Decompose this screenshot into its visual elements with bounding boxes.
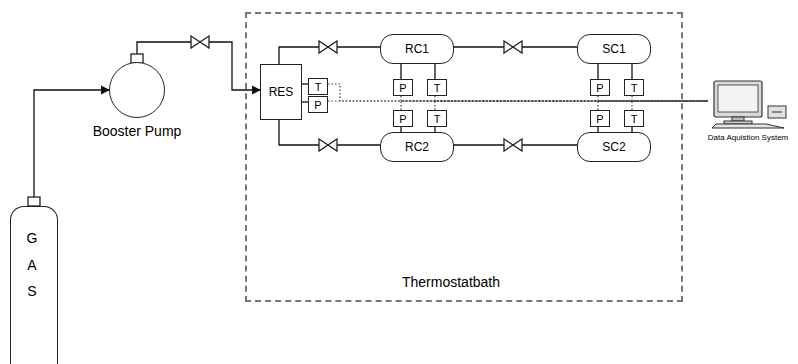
valve-symbol xyxy=(504,41,522,53)
valve-symbol xyxy=(191,36,209,48)
sensor-box: T xyxy=(427,79,447,96)
signal-line xyxy=(632,96,708,101)
signal-line xyxy=(598,101,708,110)
pipe-line xyxy=(631,64,632,79)
pipe-line xyxy=(279,47,380,64)
sensor-box: P xyxy=(590,79,610,96)
pump-label: Booster Pump xyxy=(93,123,182,139)
node-label: P xyxy=(314,99,321,111)
node-label: RC1 xyxy=(405,42,429,56)
pipe-line xyxy=(34,90,109,206)
pipe-line xyxy=(434,64,435,79)
valve-symbol xyxy=(319,139,337,151)
node-label: T xyxy=(315,81,322,93)
sensor-box: P xyxy=(590,110,610,127)
computer-icon xyxy=(708,80,788,130)
signal-line xyxy=(401,101,708,110)
signal-line xyxy=(435,96,708,101)
pipe-line xyxy=(400,64,401,79)
gas-cylinder: G A S xyxy=(10,206,58,364)
node-label: P xyxy=(399,113,406,125)
node-label: SC1 xyxy=(602,42,625,56)
signal-line xyxy=(598,96,708,101)
computer-label: Data Aquistion System xyxy=(708,133,788,142)
sensor-box: P xyxy=(393,79,413,96)
cell-vessel: RC1 xyxy=(380,34,454,64)
node-label: P xyxy=(399,82,406,94)
cell-vessel: RC2 xyxy=(380,132,454,162)
cell-vessel: SC1 xyxy=(577,34,651,64)
signal-line xyxy=(401,96,708,101)
valve-symbols xyxy=(191,36,522,151)
sensor-box: T xyxy=(624,79,644,96)
sensor-box: P xyxy=(308,96,328,113)
valve-symbol xyxy=(504,139,522,151)
signal-line xyxy=(435,101,708,110)
bath-label: Thermostatbath xyxy=(402,274,500,290)
cell-vessel: SC2 xyxy=(577,132,651,162)
node-label: RES xyxy=(269,85,294,99)
computer-node: Data Aquistion System xyxy=(708,80,788,130)
pipe-line xyxy=(279,120,380,145)
node-label: T xyxy=(631,82,638,94)
node-label: SC2 xyxy=(602,140,625,154)
reservoir-box: RES xyxy=(260,64,302,120)
signal-line xyxy=(328,84,708,101)
signal-line xyxy=(632,101,708,110)
thermostat-bath: ThermostatbathRESTPRC1PTSC1PTRC2PTSC2PT xyxy=(245,12,683,302)
node-label: T xyxy=(631,113,638,125)
cylinder-neck xyxy=(28,197,40,206)
pipe-line xyxy=(597,64,598,79)
node-label: T xyxy=(434,113,441,125)
node-label: P xyxy=(596,82,603,94)
booster-pump: Booster Pump xyxy=(109,62,165,118)
sensor-box: P xyxy=(393,110,413,127)
sensor-box: T xyxy=(427,110,447,127)
sensor-box: T xyxy=(308,78,328,95)
node-label: T xyxy=(434,82,441,94)
node-label: P xyxy=(596,113,603,125)
node-label: G A S xyxy=(25,225,39,305)
node-label: RC2 xyxy=(405,140,429,154)
valve-symbol xyxy=(319,41,337,53)
sensor-box: T xyxy=(624,110,644,127)
